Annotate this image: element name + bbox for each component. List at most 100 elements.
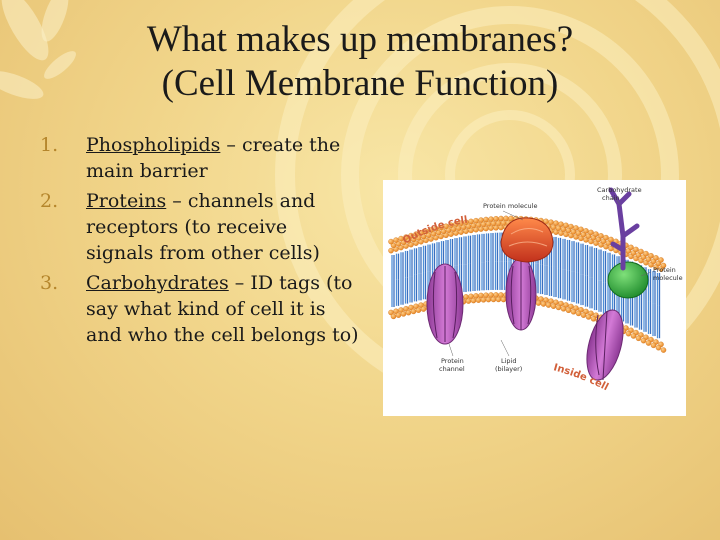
term-proteins: Proteins [86,190,167,212]
phospholipid-head [490,296,497,303]
phospholipid-head [478,217,484,223]
protein-molecule-red [500,217,554,263]
list-item-proteins: 2. Proteins – channels and receptors (to … [40,188,360,266]
phospholipid-head [423,228,429,235]
cell-membrane-diagram: Carbohydrate chain Protein molecule Prot… [383,180,686,416]
phospholipid-head [485,296,492,303]
phospholipid-head [558,300,564,307]
label-protein-channel-line2: channel [439,365,465,373]
phospholipid-head [473,217,479,224]
phospholipid-head [628,244,634,251]
protein-channel-right [586,309,624,381]
description-carbohydrates: – ID tags (to say what kind of cell it i… [86,272,359,346]
description-phospholipids: – create the main barrier [86,134,341,182]
phospholipid-head [503,215,509,222]
description-proteins: – channels and receptors (to receive sig… [86,190,320,264]
phospholipid-head [630,333,637,339]
term-carbohydrates: Carbohydrates [86,272,229,294]
phospholipid-head [570,228,577,235]
phospholipid-head [465,298,472,304]
label-carbohydrate-chain-line1: Carbohydrate [597,186,642,194]
list-number: 2. [40,190,59,212]
phospholipid-head [625,330,632,337]
label-protein-molecule-right-line1: Protein [653,266,676,274]
label-lipid-line1: Lipid [501,357,517,365]
phospholipid-head [475,297,482,303]
phospholipid-head [585,314,592,320]
phospholipid-head [558,221,564,227]
phospholipid-head [480,297,487,303]
phospholipid-head [653,255,659,261]
phospholipid-head [498,215,504,222]
phospholipid-head [393,237,399,243]
phospholipid-head [575,230,582,236]
phospholipid-head [418,238,424,245]
phospholipid-head [660,347,667,353]
phospholipid-head [413,240,419,246]
phospholipid-head [493,216,499,222]
phospholipid-head [500,296,507,303]
phospholipid-head [483,216,489,223]
phospholipid-head [633,246,639,253]
phospholipid-head [583,228,589,234]
phospholipid-head [488,216,494,222]
phospholipid-head [398,235,404,242]
phospholipid-head [573,225,579,231]
phospholipid-head [468,218,474,225]
phospholipid-head [643,250,649,257]
phospholipid-head [593,231,599,237]
phospholipid-head [580,312,587,318]
phospholipid-head [563,222,569,229]
phospholipid-head [645,340,652,346]
phospholipid-head [403,234,409,240]
phospholipid-head [415,307,422,313]
phospholipid-head [655,344,662,351]
phospholipid-head [603,234,609,241]
phospholipid-head [560,306,567,312]
phospholipid-head [415,235,422,241]
phospholipid-head [413,231,419,237]
phospholipid-head [608,236,614,243]
protein-channel-left [426,263,464,345]
phospholipid-head [575,310,582,317]
phospholipid-head [650,342,657,349]
phospholipid-head [388,247,394,254]
phospholipid-head [493,292,499,298]
protein-channel-center [505,257,537,331]
phospholipid-head [508,215,514,222]
phospholipid-head [495,296,502,303]
label-protein-molecule-top: Protein molecule [483,202,537,210]
list-item-phospholipids: 1. Phospholipids – create the main barrie… [40,132,360,184]
phospholipid-head [640,337,647,344]
label-carbohydrate-chain-line2: chain [602,194,620,202]
phospholipid-head [405,309,412,316]
phospholipid-head [563,302,569,308]
phospholipid-head [535,300,542,306]
title-line-2: (Cell Membrane Function) [161,63,559,104]
phospholipid-head [545,302,552,308]
term-phospholipids: Phospholipids [86,134,221,156]
protein-molecule-green [607,261,649,299]
phospholipid-head [570,309,577,315]
phospholipid-head [470,297,477,304]
title-line-1: What makes up membranes? [146,19,574,60]
phospholipid-head [568,223,574,230]
phospholipid-head [410,308,417,315]
phospholipid-head [395,312,402,318]
slide-title: What makes up membranes? (Cell Membrane … [0,18,720,106]
phospholipid-head [540,301,547,307]
list-item-carbohydrates: 3. Carbohydrates – ID tags (to say what k… [40,270,360,348]
phospholipid-head [423,237,429,244]
phospholipid-head [400,311,407,317]
leader-lines [448,197,652,357]
phospholipid-head [648,253,654,259]
phospholipid-head [553,220,559,226]
phospholipid-head [390,313,397,320]
phospholipid-head [555,304,562,311]
phospholipid-head [420,306,427,312]
list-number: 1. [40,134,59,156]
list-number: 3. [40,272,59,294]
phospholipid-head [418,229,424,236]
label-protein-channel-line1: Protein [441,357,464,365]
label-protein-molecule-right-line2: molecule [653,274,683,282]
